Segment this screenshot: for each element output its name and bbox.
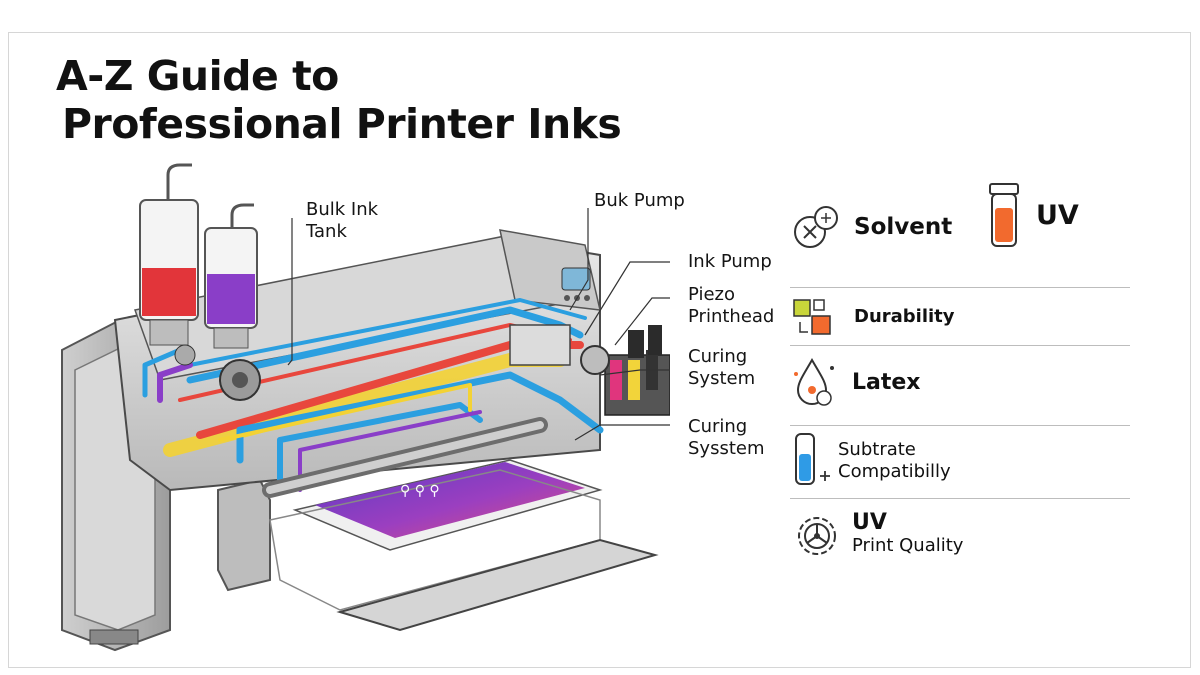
callout-piezo-printhead: Piezo Printhead bbox=[688, 284, 775, 327]
uv-quality-label: UV Print Quality bbox=[852, 510, 964, 556]
solvent-icon bbox=[794, 206, 838, 248]
callout-curing-system: Curing System bbox=[688, 346, 756, 389]
ink-features-panel: Solvent UV Durability Latex bbox=[790, 180, 1130, 600]
print-media: ⚲ ⚲ ⚲ bbox=[269, 459, 659, 632]
svg-text:⚲ ⚲ ⚲: ⚲ ⚲ ⚲ bbox=[400, 483, 440, 499]
ink-type-solvent: Solvent bbox=[790, 200, 952, 254]
right-leg bbox=[217, 478, 271, 592]
solvent-label: Solvent bbox=[854, 214, 953, 240]
gear-quality-icon bbox=[798, 517, 836, 555]
uv-label: UV bbox=[1036, 199, 1079, 231]
durability-label: Durability bbox=[854, 306, 955, 327]
feature-durability: Durability bbox=[790, 296, 955, 338]
durability-icon bbox=[793, 299, 831, 335]
control-panel-screen bbox=[561, 267, 591, 291]
callout-curing-system-2: Curing Sysstem bbox=[688, 416, 765, 459]
feature-substrate: Subtrate Compatibilly bbox=[790, 432, 951, 490]
title-line-2: Professional Printer Inks bbox=[62, 100, 622, 148]
substrate-label: Subtrate Compatibilly bbox=[838, 439, 951, 482]
callout-bulk-pump: Buk Pump bbox=[594, 190, 685, 211]
ink-type-uv: UV bbox=[986, 182, 1079, 248]
divider-4 bbox=[790, 498, 1130, 499]
infographic-frame bbox=[8, 32, 1191, 668]
bulk-ink-tank-purple bbox=[204, 203, 258, 349]
divider-3 bbox=[790, 425, 1130, 426]
feature-latex: Latex bbox=[790, 354, 921, 410]
callout-bulk-ink-tank: Bulk Ink Tank bbox=[306, 199, 379, 242]
latex-label: Latex bbox=[852, 369, 921, 395]
ink-cartridges bbox=[509, 324, 670, 416]
feature-uv-print-quality: UV Print Quality bbox=[790, 506, 963, 560]
rollers bbox=[262, 417, 548, 498]
title-line-1: A-Z Guide to bbox=[56, 52, 339, 100]
substrate-vial-icon bbox=[795, 433, 830, 485]
pump-gear bbox=[174, 344, 261, 401]
divider-1 bbox=[790, 287, 1130, 288]
callout-ink-pump: Ink Pump bbox=[688, 251, 772, 272]
printer-illustration: ⚲ ⚲ ⚲ bbox=[61, 163, 670, 652]
uv-ink-bottle-icon bbox=[989, 183, 1019, 247]
page-title: A-Z Guide to Professional Printer Inks bbox=[56, 52, 622, 148]
latex-drop-icon bbox=[794, 357, 834, 406]
bulk-ink-tank-red bbox=[139, 163, 199, 346]
callout-lines bbox=[287, 208, 670, 441]
divider-2 bbox=[790, 345, 1130, 346]
